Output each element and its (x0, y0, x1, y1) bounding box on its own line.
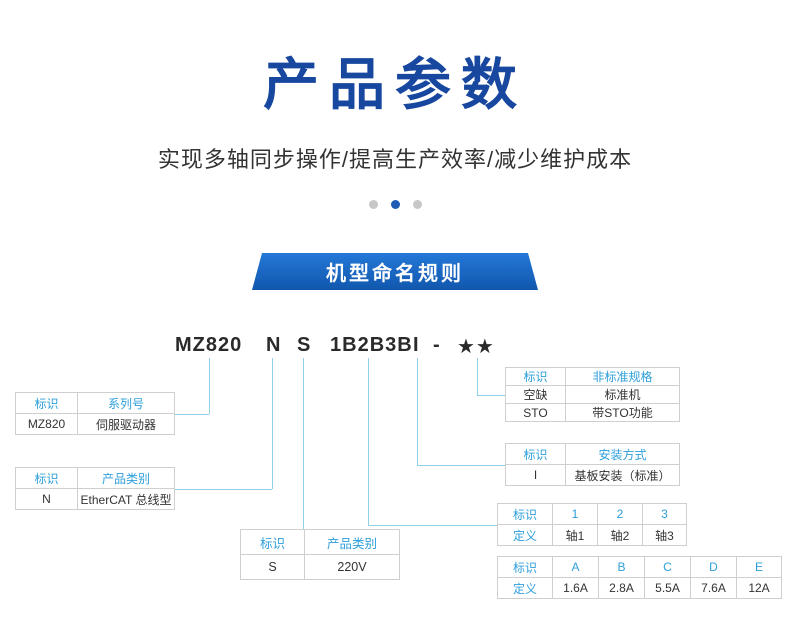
table-row: 定义 轴1 轴2 轴3 (497, 524, 687, 546)
table-current-cell: 5.5A (644, 577, 691, 599)
table-current-cell: 7.6A (690, 577, 737, 599)
table-series-cell-code: MZ820 (15, 413, 78, 435)
table-axes-cell: 轴2 (597, 524, 643, 546)
connector-voltage-vertical (303, 358, 304, 529)
table-current-cell: 2.8A (598, 577, 645, 599)
table-axes-header-2: 2 (597, 503, 643, 525)
table-series-header-id: 标识 (15, 392, 78, 414)
table-category-cell-code: N (15, 488, 78, 510)
table-axes-cell: 轴1 (552, 524, 598, 546)
table-mounting-cell-value: 基板安装（标准） (565, 464, 680, 486)
model-segment-category: N (266, 334, 282, 356)
table-nonstandard-cell-value: 带STO功能 (565, 403, 680, 422)
table-nonstandard-header-id: 标识 (505, 367, 566, 386)
table-current-row-label: 定义 (497, 577, 553, 599)
connector-axes-vertical (368, 358, 369, 525)
table-mounting-cell-code: I (505, 464, 566, 486)
table-nonstandard-cell-code: 空缺 (505, 385, 566, 404)
section-banner-label: 机型命名规则 (326, 263, 464, 285)
table-row: S 220V (240, 554, 400, 580)
table-nonstandard-cell-value: 标准机 (565, 385, 680, 404)
table-rated-current: 标识 A B C D E 定义 1.6A 2.8A 5.5A 7.6A 12A (497, 556, 782, 599)
model-segment-dash: - (433, 334, 441, 356)
table-series-cell-value: 伺服驱动器 (77, 413, 175, 435)
table-series: 标识 系列号 MZ820 伺服驱动器 (15, 392, 175, 435)
table-current-header-d: D (690, 556, 737, 578)
model-segment-stars: ★★ (457, 336, 495, 358)
table-current-header-b: B (598, 556, 645, 578)
table-mounting-header-id: 标识 (505, 443, 566, 465)
table-product-category: 标识 产品类别 N EtherCAT 总线型 (15, 467, 175, 510)
table-voltage-cell-value: 220V (304, 554, 400, 580)
table-voltage-header-name: 产品类别 (304, 529, 400, 555)
table-current-header-c: C (644, 556, 691, 578)
table-row: 空缺 标准机 (505, 385, 680, 404)
carousel-dot-2-active[interactable] (390, 200, 400, 209)
table-mounting: 标识 安装方式 I 基板安装（标准） (505, 443, 680, 486)
table-series-header-name: 系列号 (77, 392, 175, 414)
table-axis-count: 标识 1 2 3 定义 轴1 轴2 轴3 (497, 503, 687, 546)
page-title: 产品参数 (263, 53, 527, 116)
table-current-cell: 12A (736, 577, 782, 599)
connector-mounting-horizontal (417, 465, 505, 466)
table-nonstandard-header-name: 非标准规格 (565, 367, 680, 386)
table-voltage-header-id: 标识 (240, 529, 305, 555)
connector-nonstandard-horizontal (477, 395, 505, 396)
table-axes-row-label: 定义 (497, 524, 553, 546)
table-current-cell: 1.6A (552, 577, 599, 599)
carousel-dot-1[interactable] (368, 200, 378, 209)
table-nonstandard-spec: 标识 非标准规格 空缺 标准机 STO 带STO功能 (505, 367, 680, 422)
connector-axes-horizontal (368, 525, 497, 526)
table-axes-header-1: 1 (552, 503, 598, 525)
table-nonstandard-cell-code: STO (505, 403, 566, 422)
table-row: MZ820 伺服驱动器 (15, 413, 175, 435)
table-row: 定义 1.6A 2.8A 5.5A 7.6A 12A (497, 577, 782, 599)
model-segment-mounting: I (413, 334, 420, 356)
connector-category-horizontal (175, 489, 272, 490)
table-current-header-e: E (736, 556, 782, 578)
connector-series-vertical (209, 358, 210, 414)
table-current-header-id: 标识 (497, 556, 553, 578)
table-axes-header-3: 3 (642, 503, 687, 525)
table-axes-cell: 轴3 (642, 524, 687, 546)
table-mounting-header-name: 安装方式 (565, 443, 680, 465)
connector-series-horizontal (175, 414, 209, 415)
model-segment-axes: 1B2B3B (330, 334, 413, 356)
connector-mounting-vertical (417, 358, 418, 465)
carousel-dots (0, 200, 790, 209)
table-current-header-a: A (552, 556, 599, 578)
table-category-header-id: 标识 (15, 467, 78, 489)
table-axes-header-id: 标识 (497, 503, 553, 525)
model-segment-voltage: S (297, 334, 312, 356)
table-row: I 基板安装（标准） (505, 464, 680, 486)
section-banner: 机型命名规则 (252, 253, 538, 290)
table-row: N EtherCAT 总线型 (15, 488, 175, 510)
table-category-cell-value: EtherCAT 总线型 (77, 488, 175, 510)
carousel-dot-3[interactable] (412, 200, 422, 209)
connector-category-vertical (272, 358, 273, 489)
page-subtitle: 实现多轴同步操作/提高生产效率/减少维护成本 (157, 147, 633, 172)
table-voltage-class: 标识 产品类别 S 220V (240, 529, 400, 580)
connector-nonstandard-vertical (477, 358, 478, 395)
table-voltage-cell-code: S (240, 554, 305, 580)
model-segment-series: MZ820 (175, 334, 243, 356)
table-row: STO 带STO功能 (505, 403, 680, 422)
table-category-header-name: 产品类别 (77, 467, 175, 489)
